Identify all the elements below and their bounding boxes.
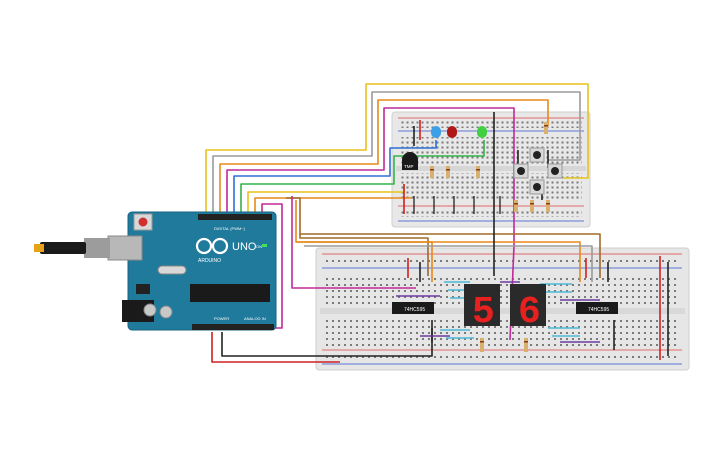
reset-button[interactable] bbox=[138, 217, 148, 227]
wire-yellow-top[interactable] bbox=[205, 83, 589, 212]
power-label: POWER bbox=[214, 316, 229, 321]
wires bbox=[205, 83, 669, 363]
on-label: ON bbox=[256, 244, 262, 249]
sensor-label: TMP bbox=[404, 164, 414, 169]
wire-green[interactable] bbox=[240, 140, 485, 212]
board-brand: ARDUINO bbox=[198, 258, 221, 264]
arduino-uno-board[interactable]: UNO ARDUINO DIGITAL (PWM~) POWER ANALOG … bbox=[34, 211, 277, 331]
resistor[interactable] bbox=[544, 122, 548, 134]
resistors-large bbox=[480, 338, 528, 352]
push-buttons bbox=[513, 147, 563, 195]
push-button-right[interactable] bbox=[547, 163, 563, 179]
wire-red-power[interactable] bbox=[211, 332, 340, 363]
shift-register-left[interactable]: 74HC595 bbox=[392, 302, 434, 314]
push-button-top[interactable] bbox=[529, 147, 545, 163]
seven-segment-right[interactable]: 6 bbox=[510, 284, 546, 334]
leds bbox=[431, 126, 487, 138]
small-breadboard[interactable] bbox=[391, 111, 591, 228]
wire-brown-2[interactable] bbox=[300, 233, 601, 278]
wire-brown-1[interactable] bbox=[286, 197, 429, 276]
resistor[interactable] bbox=[546, 200, 550, 212]
ic-label-left: 74HC595 bbox=[404, 307, 425, 313]
wire-blue[interactable] bbox=[233, 140, 437, 212]
wire-orange-top[interactable] bbox=[219, 99, 549, 212]
wire-gray-top[interactable] bbox=[212, 91, 581, 212]
temperature-sensor[interactable]: TMP bbox=[402, 152, 418, 170]
wire-magenta-big[interactable] bbox=[291, 196, 416, 289]
resistor[interactable] bbox=[524, 338, 528, 352]
analog-label: ANALOG IN bbox=[244, 316, 266, 321]
push-button-bottom[interactable] bbox=[529, 179, 545, 195]
resistor[interactable] bbox=[446, 166, 450, 178]
resistor[interactable] bbox=[480, 338, 484, 352]
led-red[interactable] bbox=[447, 126, 457, 138]
large-breadboard[interactable] bbox=[315, 247, 690, 371]
resistor[interactable] bbox=[530, 200, 534, 212]
resistors-small bbox=[430, 122, 550, 212]
led-blue[interactable] bbox=[431, 126, 441, 138]
wire-gray-big[interactable] bbox=[304, 245, 593, 282]
shift-register-right[interactable]: 74HC595 bbox=[576, 302, 618, 314]
resistor[interactable] bbox=[430, 166, 434, 178]
wire-orange-low[interactable] bbox=[254, 197, 412, 212]
led-green[interactable] bbox=[477, 126, 487, 138]
digit-right: 6 bbox=[518, 291, 541, 334]
digital-header[interactable] bbox=[198, 214, 272, 220]
arduino-logo-icon bbox=[195, 237, 229, 255]
board-model: UNO bbox=[232, 241, 257, 253]
digit-left: 5 bbox=[472, 291, 495, 334]
resistor[interactable] bbox=[514, 200, 518, 212]
wire-orange-big-2[interactable] bbox=[296, 241, 581, 282]
push-button-left[interactable] bbox=[513, 163, 529, 179]
seven-segment-left[interactable]: 5 bbox=[464, 284, 500, 334]
resistor[interactable] bbox=[476, 166, 480, 178]
atmega-chip bbox=[190, 284, 270, 302]
analog-header[interactable] bbox=[192, 324, 274, 330]
usb-port[interactable] bbox=[107, 235, 143, 261]
digital-label: DIGITAL (PWM~) bbox=[214, 226, 246, 231]
ic-label-right: 74HC595 bbox=[588, 307, 609, 313]
